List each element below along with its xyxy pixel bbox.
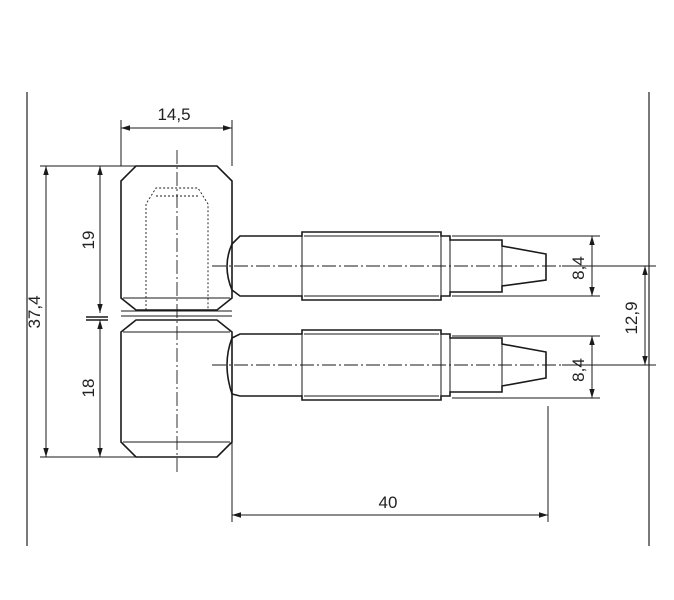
- dimension-label-width-top: 14,5: [157, 105, 190, 124]
- dimension-label-pin-diameter-upper: 8,4: [569, 256, 588, 280]
- dimension-label-upper-height: 19: [79, 231, 98, 250]
- dimension-pin-diameter-upper: 8,4: [452, 235, 600, 297]
- dimension-pin-spacing: 12,9: [562, 265, 656, 366]
- dimension-label-pin-length: 40: [379, 493, 398, 512]
- dimension-label-lower-height: 18: [79, 379, 98, 398]
- dimension-label-pin-diameter-lower: 8,4: [569, 358, 588, 382]
- knuckle-gap: [86, 310, 232, 321]
- upper-knuckle: [120, 165, 233, 311]
- dimension-label-pin-spacing: 12,9: [622, 301, 641, 334]
- dimension-lower-height: 18: [79, 320, 103, 457]
- dimension-total-height: 37,4: [25, 165, 136, 458]
- dimension-pin-length: 40: [231, 400, 549, 522]
- upper-pin: [212, 231, 562, 301]
- lower-pin: [212, 329, 562, 401]
- dimension-label-total-height: 37,4: [25, 295, 44, 328]
- lower-knuckle: [120, 319, 233, 458]
- dimension-pin-diameter-lower: 8,4: [452, 335, 600, 399]
- dimension-width-top: 14,5: [120, 105, 233, 166]
- dimension-upper-height: 19: [79, 166, 103, 313]
